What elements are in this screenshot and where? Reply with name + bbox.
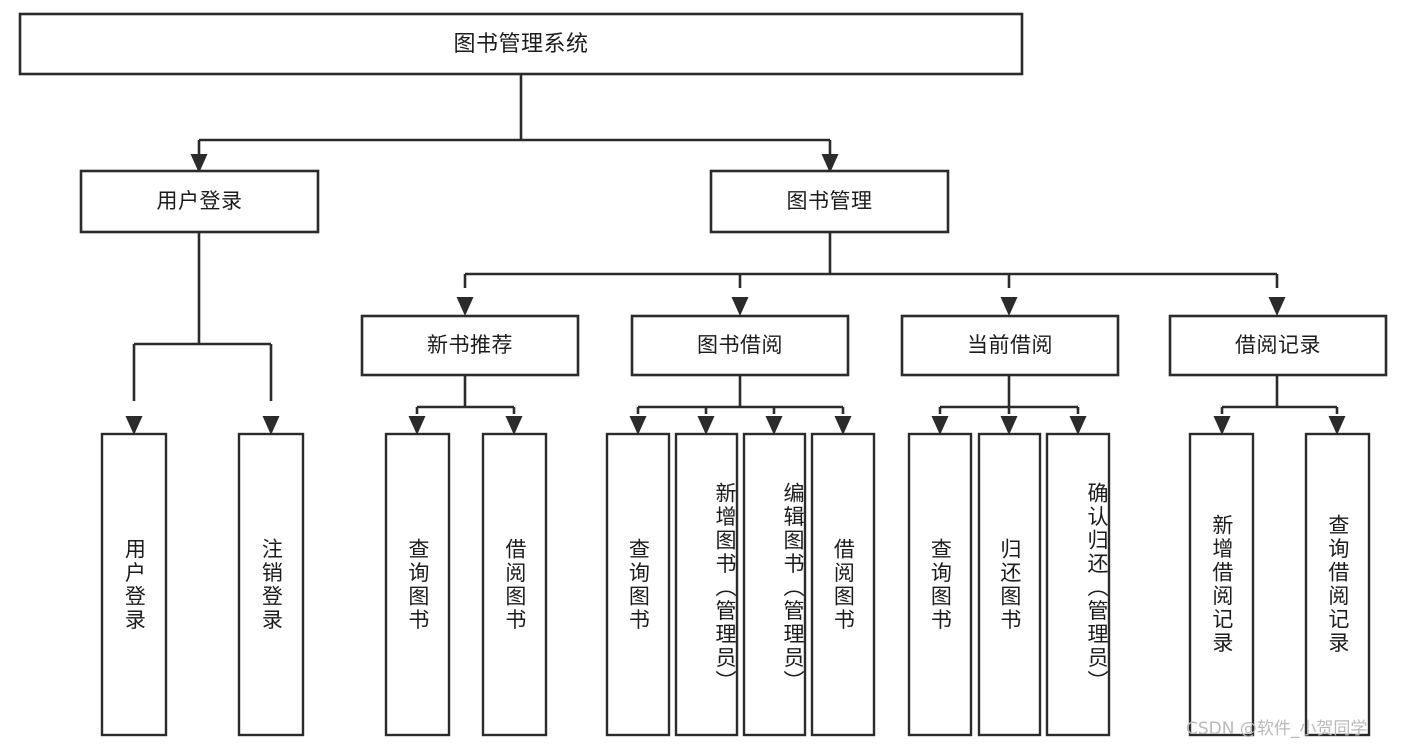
leaf-box-return-book[interactable] bbox=[977, 432, 1042, 737]
arrow-to-leaf-confirm-return bbox=[1069, 416, 1087, 435]
node-root-label: 图书管理系统 bbox=[453, 32, 588, 57]
leaf-box-query-book-3[interactable] bbox=[907, 432, 973, 737]
arrow-to-leaf-borrow-book-2 bbox=[834, 416, 852, 435]
arrow-to-leaf-query-book-3 bbox=[931, 416, 949, 435]
arrow-to-leaf-query-book-1 bbox=[408, 416, 426, 435]
node-book-borrow-label: 图书借阅 bbox=[697, 333, 783, 357]
leaf-box-add-book[interactable] bbox=[674, 432, 739, 737]
leaf-box-add-record[interactable] bbox=[1188, 432, 1255, 737]
arrow-to-leaf-query-book-2 bbox=[629, 416, 647, 435]
node-borrow-record-label: 借阅记录 bbox=[1235, 333, 1321, 357]
leaf-box-query-book-1[interactable] bbox=[384, 432, 451, 737]
arrow-to-leaf-borrow-book-1 bbox=[505, 416, 523, 435]
node-borrow-record[interactable]: 借阅记录 bbox=[1168, 314, 1388, 377]
node-root[interactable]: 图书管理系统 bbox=[18, 12, 1024, 76]
arrow-to-leaf-user-login bbox=[125, 416, 143, 435]
arrow-to-new-book bbox=[456, 297, 474, 316]
node-book-borrow[interactable]: 图书借阅 bbox=[630, 314, 850, 377]
arrow-to-borrow-record bbox=[1268, 297, 1286, 316]
leaf-box-borrow-book-2[interactable] bbox=[810, 432, 876, 737]
watermark: CSDN @软件_小贺同学 bbox=[1186, 719, 1368, 739]
node-new-book-recommend[interactable]: 新书推荐 bbox=[360, 314, 580, 377]
leaf-box-edit-book[interactable] bbox=[742, 432, 807, 737]
node-user-login-label: 用户登录 bbox=[157, 189, 243, 213]
leaf-box-borrow-book-1[interactable] bbox=[481, 432, 548, 737]
arrow-to-leaf-query-record bbox=[1328, 416, 1346, 435]
node-book-manage[interactable]: 图书管理 bbox=[709, 169, 950, 234]
leaf-box-query-record[interactable] bbox=[1304, 432, 1371, 737]
node-current-borrow[interactable]: 当前借阅 bbox=[900, 314, 1120, 377]
arrow-to-leaf-edit-book bbox=[765, 416, 783, 435]
leaf-box-user-login[interactable] bbox=[100, 432, 168, 737]
leaf-box-logout[interactable] bbox=[237, 432, 305, 737]
arrow-to-leaf-add-book bbox=[697, 416, 715, 435]
node-current-borrow-label: 当前借阅 bbox=[967, 333, 1053, 357]
node-book-manage-label: 图书管理 bbox=[787, 189, 873, 213]
arrow-to-leaf-return-book bbox=[1000, 416, 1018, 435]
node-new-book-recommend-label: 新书推荐 bbox=[427, 333, 513, 357]
leaf-box-query-book-2[interactable] bbox=[605, 432, 671, 737]
arrow-to-current-borrow bbox=[1000, 297, 1018, 316]
arrow-to-book-borrow bbox=[731, 297, 749, 316]
arrow-to-leaf-add-record bbox=[1213, 416, 1231, 435]
leaf-box-confirm-return[interactable] bbox=[1045, 432, 1111, 737]
node-user-login[interactable]: 用户登录 bbox=[79, 169, 320, 234]
arrow-to-leaf-logout bbox=[262, 416, 280, 435]
connector-layer bbox=[125, 74, 1346, 435]
